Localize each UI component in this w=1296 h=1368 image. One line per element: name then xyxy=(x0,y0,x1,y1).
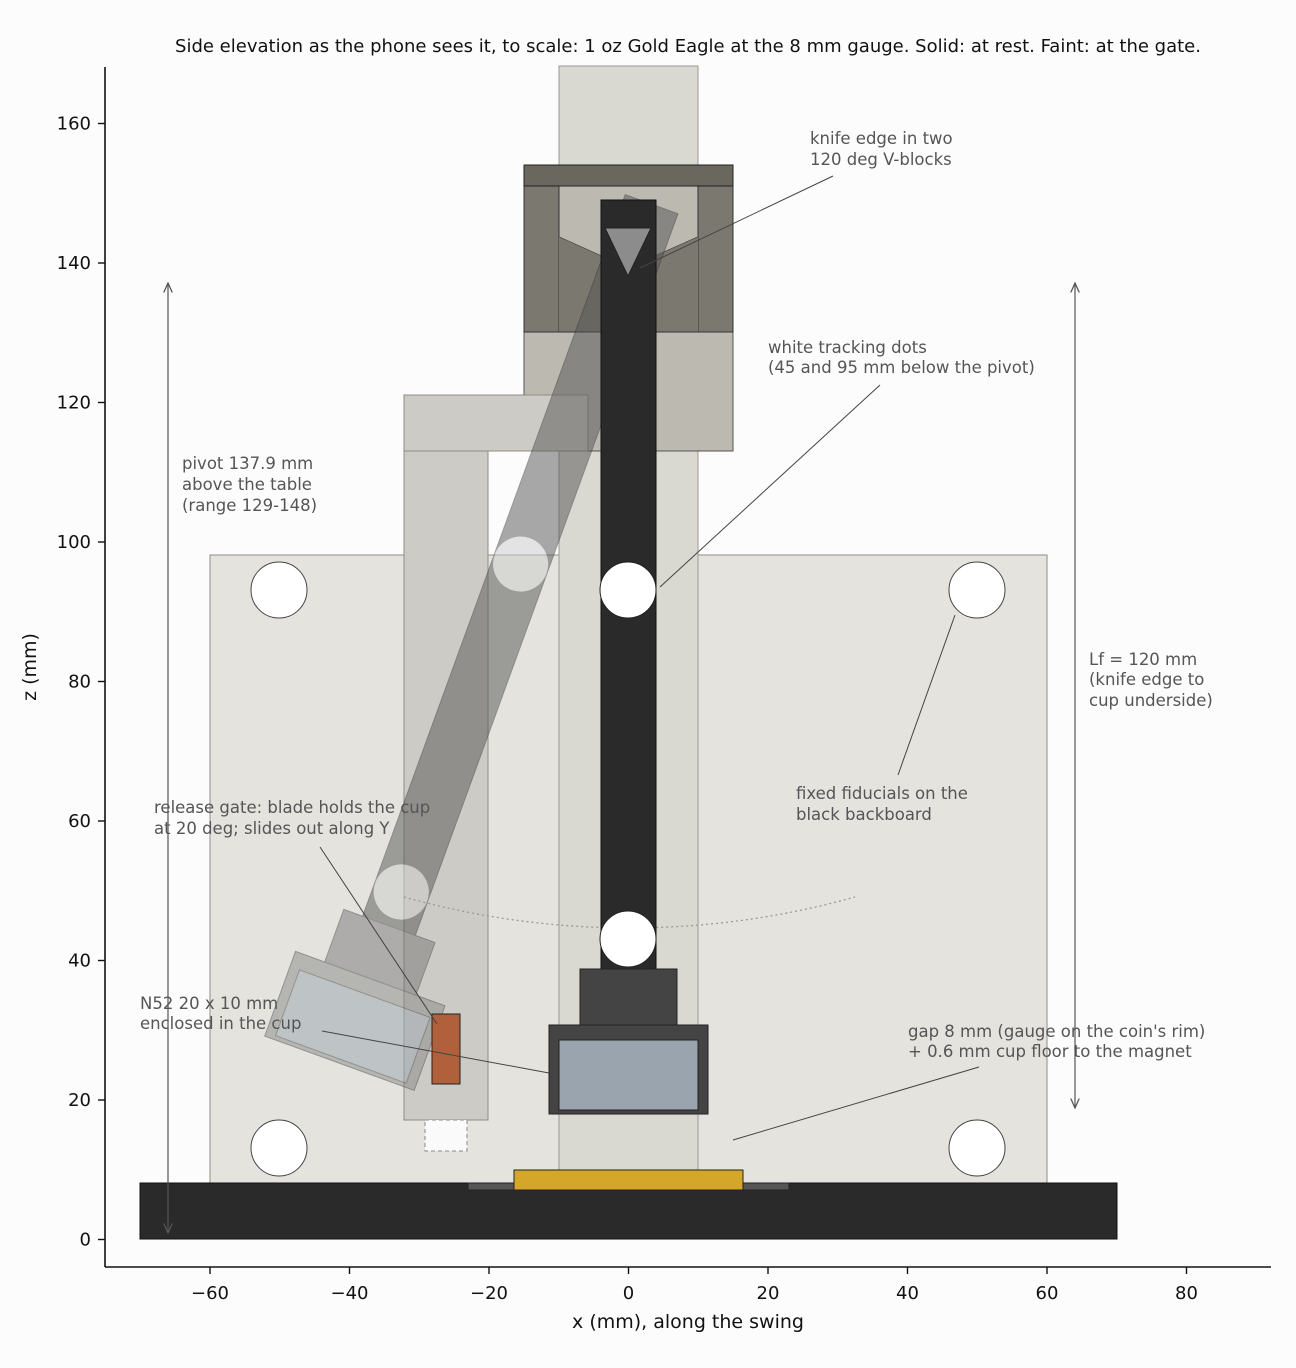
annotation-pivot: pivot 137.9 mm above the table (range 12… xyxy=(182,454,317,515)
v-block-right xyxy=(697,185,734,333)
cup-mount xyxy=(579,968,678,1026)
fiducial-dot xyxy=(948,1119,1006,1177)
x-tick-label: 20 xyxy=(757,1283,780,1304)
y-tick-label: 40 xyxy=(68,951,91,972)
magnet-leader xyxy=(321,1030,550,1074)
annotation-line: release gate: blade holds the cup xyxy=(154,798,430,817)
fiducials-leader xyxy=(897,614,956,776)
x-ticks: −60 −40 −20 0 20 40 60 80 xyxy=(191,1267,1198,1304)
x-tick-label: −60 xyxy=(191,1283,229,1304)
swing-arc xyxy=(403,896,856,929)
y-axis-label: z (mm) xyxy=(19,633,41,701)
y-tick-label: 140 xyxy=(57,253,91,274)
gold-eagle-coin xyxy=(513,1169,744,1191)
y-tick-label: 120 xyxy=(57,393,91,414)
annotation-line: (range 129-148) xyxy=(182,496,317,515)
magnet xyxy=(558,1039,699,1111)
y-ticks: 0 20 40 60 80 100 120 140 160 xyxy=(57,114,105,1251)
annotation-line: white tracking dots xyxy=(768,338,927,357)
x-axis-label: x (mm), along the swing xyxy=(572,1311,804,1333)
annotation-magnet: N52 20 x 10 mm enclosed in the cup xyxy=(140,994,301,1033)
y-tick-label: 80 xyxy=(68,672,91,693)
annotation-gate: release gate: blade holds the cup at 20 … xyxy=(154,798,430,838)
annotation-line: black backboard xyxy=(796,805,932,824)
x-tick-label: −40 xyxy=(331,1283,369,1304)
annotation-line: cup underside) xyxy=(1089,691,1213,710)
v-block-left xyxy=(523,185,560,333)
annotation-line: (45 and 95 mm below the pivot) xyxy=(768,358,1035,377)
annotation-dots: white tracking dots (45 and 95 mm below … xyxy=(768,338,1035,377)
annotation-gap: gap 8 mm (gauge on the coin's rim) + 0.6… xyxy=(908,1022,1205,1061)
top-cap xyxy=(523,164,734,187)
axes: −60 −40 −20 0 20 40 60 80 0 20 40 60 80 100 120 140 160… xyxy=(19,67,1271,1333)
annotation-line: above the table xyxy=(182,475,312,494)
x-tick-label: 80 xyxy=(1175,1283,1198,1304)
x-tick-label: −20 xyxy=(470,1283,508,1304)
table-plate xyxy=(139,1182,1118,1240)
dots-leader xyxy=(659,384,881,588)
release-blade xyxy=(431,1013,461,1085)
ghost-tracking-dot xyxy=(492,535,550,593)
x-tick-label: 40 xyxy=(896,1283,919,1304)
annotation-line: pivot 137.9 mm xyxy=(182,454,313,473)
y-tick-label: 0 xyxy=(80,1230,91,1251)
knife-edge xyxy=(604,227,652,278)
ghost-tracking-dot xyxy=(372,863,430,921)
annotation-line: + 0.6 mm cup floor to the magnet xyxy=(908,1042,1192,1061)
fiducial-dot xyxy=(948,561,1006,619)
annotation-line: enclosed in the cup xyxy=(140,1014,301,1033)
annotation-line: Lf = 120 mm xyxy=(1089,650,1197,669)
gap-leader xyxy=(732,1066,980,1141)
annotation-line: gap 8 mm (gauge on the coin's rim) xyxy=(908,1022,1205,1041)
annotation-knife: knife edge in two 120 deg V-blocks xyxy=(810,129,953,169)
x-tick-label: 60 xyxy=(1036,1283,1059,1304)
annotation-line: 120 deg V-blocks xyxy=(810,150,952,169)
annotation-line: fixed fiducials on the xyxy=(796,784,968,803)
annotation-line: N52 20 x 10 mm xyxy=(140,994,278,1013)
fiducial-dot xyxy=(250,561,308,619)
y-tick-label: 100 xyxy=(57,532,91,553)
annotation-line: (knife edge to xyxy=(1089,670,1204,689)
knife-leader xyxy=(639,175,834,269)
tracking-dot-lower xyxy=(599,910,657,968)
annotation-line: at 20 deg; slides out along Y xyxy=(154,819,390,838)
ghost-magnet xyxy=(274,969,431,1084)
x-tick-label: 0 xyxy=(623,1283,634,1304)
fiducial-dot xyxy=(250,1119,308,1177)
annotation-fiducials: fixed fiducials on the black backboard xyxy=(796,784,968,824)
y-tick-label: 160 xyxy=(57,114,91,135)
y-tick-label: 20 xyxy=(68,1090,91,1111)
diagram-title: Side elevation as the phone sees it, to … xyxy=(175,36,1201,57)
annotation-line: knife edge in two xyxy=(810,129,953,148)
gate-foot-slot xyxy=(424,1119,468,1152)
gate-leader xyxy=(319,846,438,1025)
tracking-dot-upper xyxy=(599,561,657,619)
annotation-lf: Lf = 120 mm (knife edge to cup underside… xyxy=(1089,650,1213,710)
y-tick-label: 60 xyxy=(68,811,91,832)
ghost-pendulum xyxy=(264,193,679,1092)
